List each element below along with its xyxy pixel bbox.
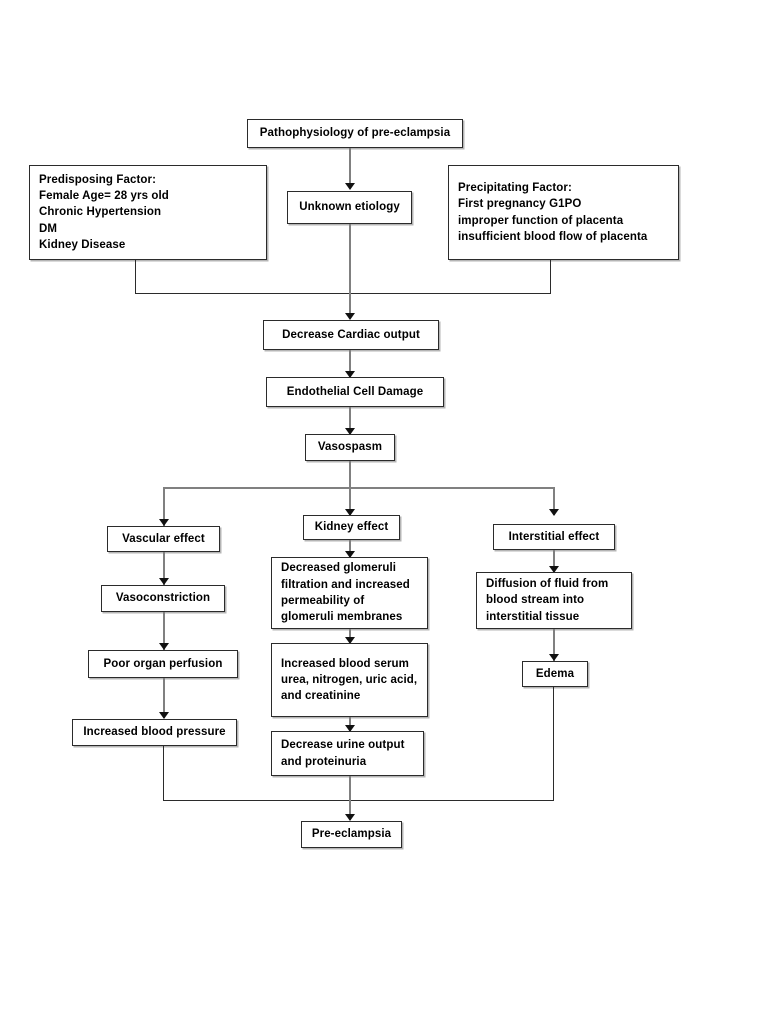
node-label: Increased blood serum urea, nitrogen, ur… <box>281 657 418 703</box>
connector-vasospasm-stem <box>349 461 351 517</box>
node-label: Decrease Cardiac output <box>282 328 420 341</box>
connector-factors-join-bar <box>135 293 551 295</box>
connector-precipitating-drop <box>550 260 552 294</box>
connector-title-to-unknown-etiology <box>349 148 351 185</box>
node-label: Precipitating Factor: First pregnancy G1… <box>458 181 648 243</box>
connector-endothelial-damage-to-vasospasm <box>349 407 351 435</box>
connector-blood-serum-to-urine-output <box>349 717 351 731</box>
node-label: Edema <box>535 667 575 680</box>
node-predisposing-factor: Predisposing Factor: Female Age= 28 yrs … <box>29 165 267 260</box>
node-vascular-effect: Vascular effect <box>107 526 220 552</box>
arrowhead-unknown-etiology <box>345 183 355 190</box>
arrowhead-decrease-urine-output <box>345 725 355 732</box>
node-decrease-cardiac-output: Decrease Cardiac output <box>263 320 439 350</box>
connector-unknown-etiology-to-cardiac-output <box>349 224 351 315</box>
node-kidney-effect: Kidney effect <box>303 515 400 540</box>
connector-branch-right-drop <box>553 487 555 515</box>
arrowhead-poor-organ-perfusion <box>159 643 169 650</box>
connector-cardiac-output-to-endothelial-damage <box>349 350 351 378</box>
node-precipitating-factor: Precipitating Factor: First pregnancy G1… <box>448 165 679 260</box>
arrowhead-increased-blood-serum <box>345 637 355 644</box>
node-label: Decrease urine output and proteinuria <box>281 739 405 768</box>
arrowhead-kidney-effect <box>345 509 355 516</box>
node-endothelial-cell-damage: Endothelial Cell Damage <box>266 377 444 407</box>
node-label: Vasoconstriction <box>115 592 211 605</box>
node-label: Kidney effect <box>314 521 389 534</box>
connector-poor-perfusion-to-increased-bp <box>163 678 165 718</box>
node-label: Vasospasm <box>317 441 383 454</box>
arrowhead-diffusion-of-fluid <box>549 566 559 573</box>
connector-kidney-effect-to-glomeruli <box>349 540 351 557</box>
node-pre-eclampsia: Pre-eclampsia <box>301 821 402 848</box>
node-label: Pre-eclampsia <box>311 828 392 841</box>
node-increased-blood-serum: Increased blood serum urea, nitrogen, ur… <box>271 643 428 717</box>
connector-urine-output-to-pre-eclampsia <box>349 776 351 820</box>
node-label: Increased blood pressure <box>83 726 226 739</box>
arrowhead-interstitial-effect <box>549 509 559 516</box>
node-edema: Edema <box>522 661 588 687</box>
arrowhead-edema <box>549 654 559 661</box>
arrowhead-vasoconstriction <box>159 578 169 585</box>
node-label: Decreased glomeruli filtration and incre… <box>281 562 410 624</box>
connector-edema-drop <box>553 687 555 801</box>
arrowhead-vascular-effect <box>159 519 169 526</box>
node-decrease-urine-output: Decrease urine output and proteinuria <box>271 731 424 776</box>
arrowhead-pre-eclampsia <box>345 814 355 821</box>
connector-branch-left-drop <box>163 487 165 527</box>
arrowhead-increased-blood-pressure <box>159 712 169 719</box>
connector-predisposing-drop <box>135 260 137 294</box>
connector-bottom-join-bar <box>163 800 554 802</box>
connector-branch-split-bar <box>163 487 554 489</box>
node-vasospasm: Vasospasm <box>305 434 395 461</box>
node-label: Unknown etiology <box>299 201 400 214</box>
arrowhead-decrease-cardiac-output <box>345 313 355 320</box>
connector-vasoconstriction-to-poor-perfusion <box>163 612 165 650</box>
node-pathophysiology-title: Pathophysiology of pre-eclampsia <box>247 119 463 148</box>
connector-vascular-effect-to-vasoconstriction <box>163 552 165 585</box>
node-interstitial-effect: Interstitial effect <box>493 524 615 550</box>
node-label: Interstitial effect <box>508 530 600 543</box>
node-label: Poor organ perfusion <box>103 657 223 670</box>
connector-glomeruli-to-blood-serum <box>349 629 351 643</box>
node-unknown-etiology: Unknown etiology <box>287 191 412 224</box>
node-label: Pathophysiology of pre-eclampsia <box>259 127 451 140</box>
arrowhead-decreased-glomeruli <box>345 551 355 558</box>
node-decreased-glomeruli-filtration: Decreased glomeruli filtration and incre… <box>271 557 428 629</box>
node-label: Predisposing Factor: Female Age= 28 yrs … <box>39 173 169 251</box>
node-diffusion-of-fluid: Diffusion of fluid from blood stream int… <box>476 572 632 629</box>
node-increased-blood-pressure: Increased blood pressure <box>72 719 237 746</box>
node-label: Vascular effect <box>122 532 205 545</box>
connector-diffusion-to-edema <box>553 629 555 661</box>
connector-interstitial-effect-to-diffusion <box>553 550 555 572</box>
connector-increased-bp-drop <box>163 746 165 801</box>
node-label: Endothelial Cell Damage <box>286 385 424 398</box>
node-poor-organ-perfusion: Poor organ perfusion <box>88 650 238 678</box>
node-label: Diffusion of fluid from blood stream int… <box>486 578 609 623</box>
node-vasoconstriction: Vasoconstriction <box>101 585 225 612</box>
arrowhead-vasospasm <box>345 428 355 435</box>
arrowhead-endothelial-cell-damage <box>345 371 355 378</box>
